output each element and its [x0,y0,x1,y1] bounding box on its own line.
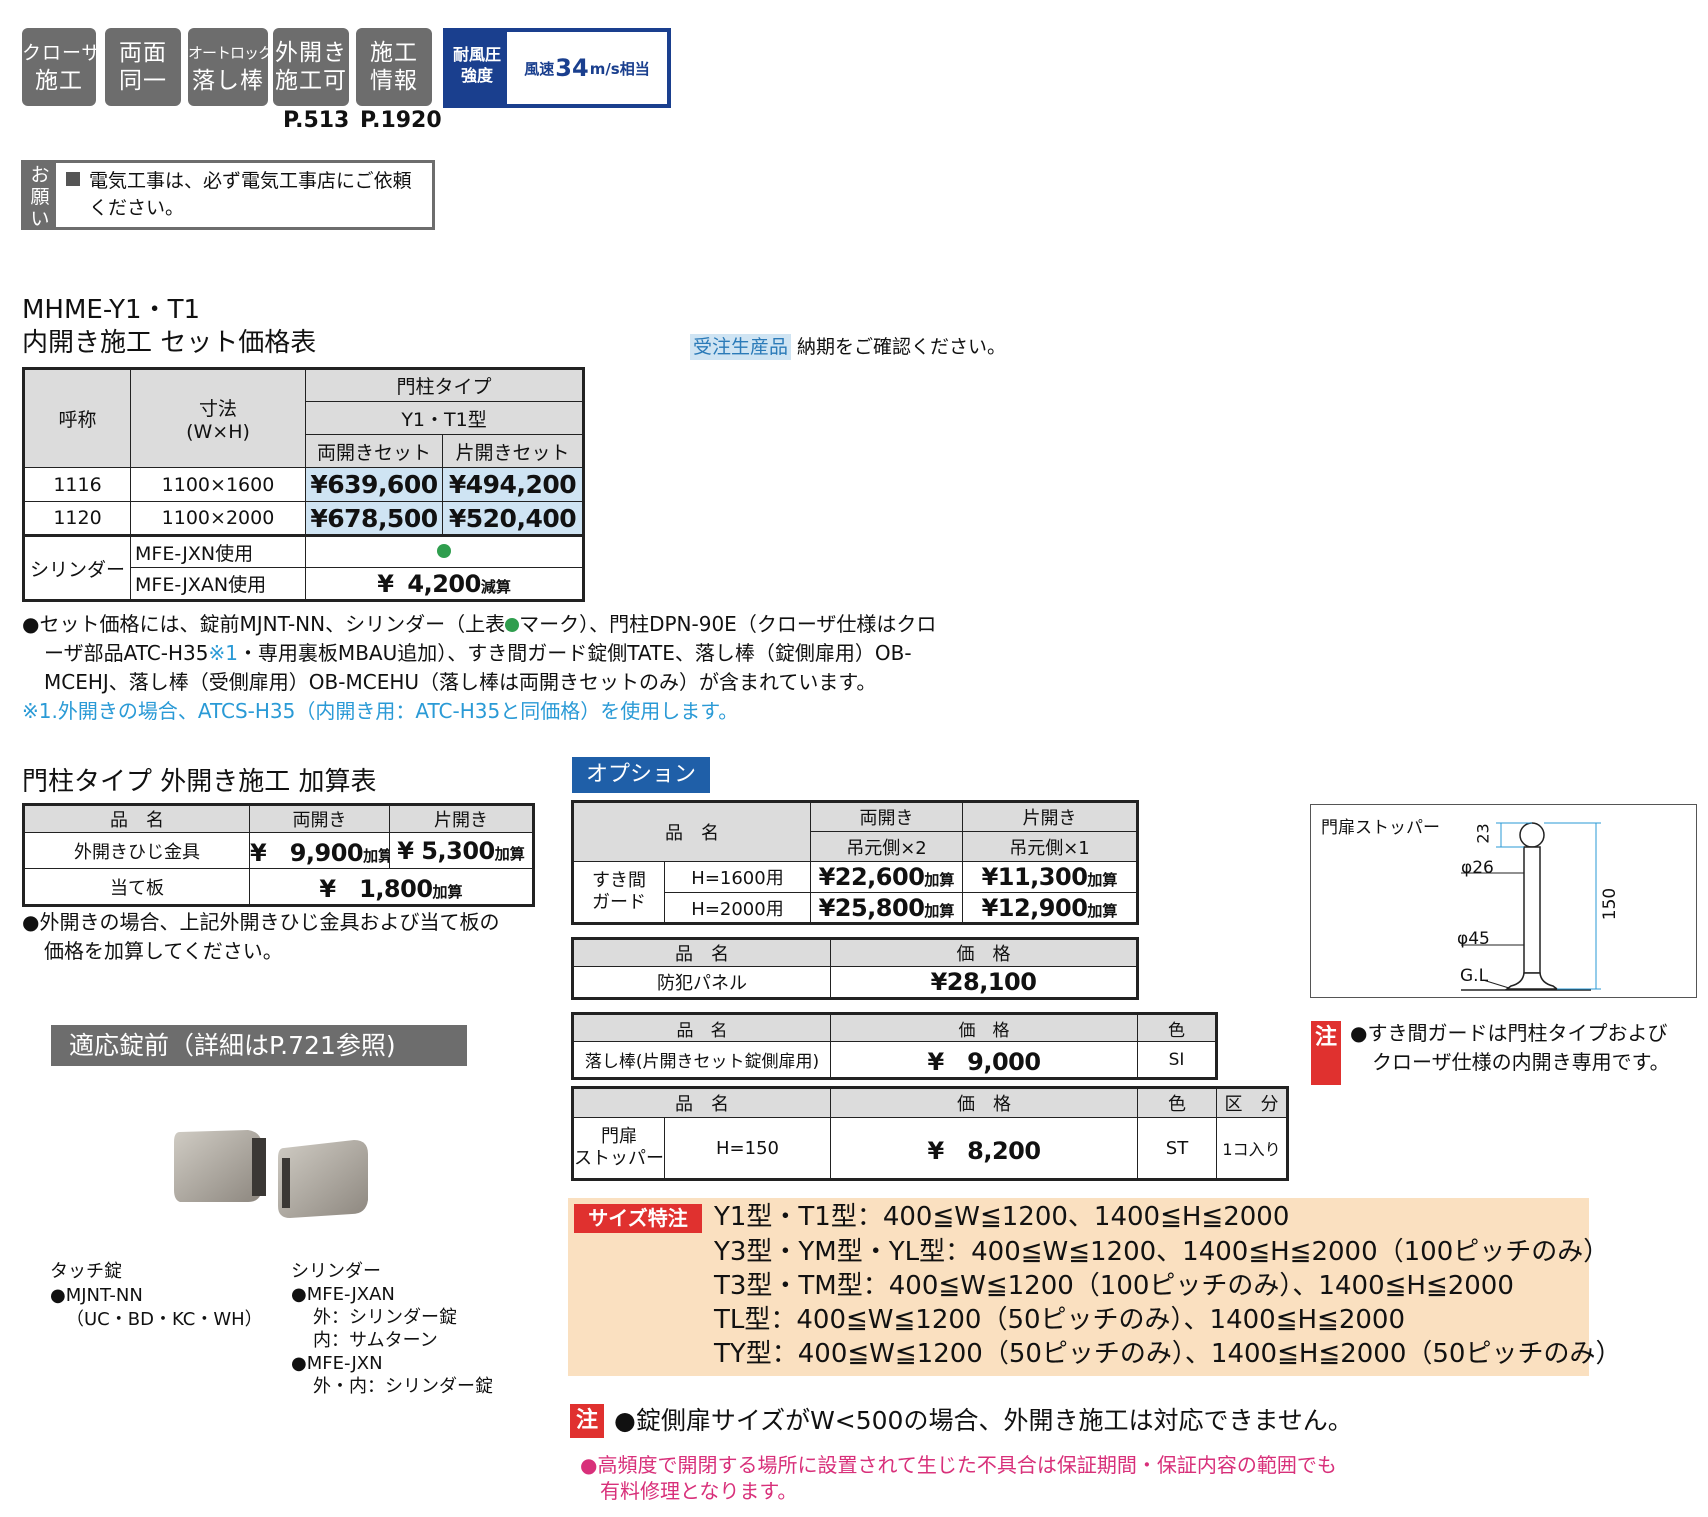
outward-note: ●外開きの場合、上記外開きひじ金具および当て板の価格を加算してください。 [22,910,500,963]
stopper-diagram-title: 門扉ストッパー [1321,818,1440,838]
col-name-header: 呼称 [23,368,131,468]
dim-phi45: φ45 [1457,929,1490,949]
set-model-title: MHME-Y1・T1 [22,295,200,325]
page-ref-outward[interactable]: P.513 [283,108,350,133]
size-line-tl: TL型：400≦W≦1200（50ピッチのみ）、1400≦H≦2000 [714,1305,1405,1335]
table-row: 防犯パネル¥28,100 [572,966,1138,999]
table-row: 当て板¥ 1,800加算 [23,868,534,906]
col-type-header: Y1・T1型 [304,401,585,435]
dim-150: 150 [1600,887,1621,921]
size-line-ty: TY型：400≦W≦1200（50ピッチのみ）、1400≦H≦2000（50ピッ… [714,1339,1622,1369]
option-tag: オプション [572,757,710,793]
gate-stopper-diagram: 門扉ストッパー 23 φ26 φ45 150 G.L [1310,804,1697,998]
cylinder-lock-image [278,1140,368,1218]
col-size-header: 寸法(W×H) [130,368,306,468]
size-custom-box [568,1198,1589,1376]
ground-level-label: G.L [1460,966,1489,986]
feature-badge-autolock: オートロック落し棒 [188,28,273,106]
included-mark-icon [437,544,451,558]
compatible-locks-title: 適応錠前（詳細はP.721参照) [51,1025,467,1066]
warranty-warning: ●高頻度で開閉する場所に設置されて生じた不具合は保証期間・保証内容の範囲でも有料… [580,1453,1337,1503]
col-double-header: 両開きセット [305,434,443,468]
col-single-header: 片開きセット [441,434,585,468]
set-table-title: 内開き施工 セット価格表 [22,328,317,358]
bottom-note: ●錠側扉サイズがW<500の場合、外開き施工は対応できません。 [614,1406,1353,1435]
gap-guard-note: ●すき間ガードは門柱タイプおよびクローザ仕様の内開き専用です。 [1350,1021,1670,1074]
touch-lock-image [174,1130,266,1202]
table-row: 外開きひじ金具¥ 9,900加算¥ 5,300加算 [23,832,534,869]
feature-badge-closer: クローザ施工 [22,28,101,106]
lock-product-image [174,1130,368,1218]
outward-table-title: 門柱タイプ 外開き施工 加算表 [22,767,377,797]
made-to-order-note: 受注生産品納期をご確認ください。 [690,332,1006,360]
feature-badge-outward: 外開き施工可 [273,28,349,106]
bottom-note-tag: 注 [570,1404,604,1438]
request-note-box: お願い 電気工事は、必ず電気工事店にご依頼ください。 [21,160,435,230]
feature-badge-construction-info: 施工情報 [356,28,432,106]
feature-badge-double-side: 両面同一 [105,28,181,106]
dim-phi26: φ26 [1461,858,1494,878]
table-row: MFE-JXAN使用¥4,200減算 [24,567,585,601]
note-tag: 注 [1311,1021,1341,1085]
size-line-y1: Y1型・T1型：400≦W≦1200、1400≦H≦2000 [714,1202,1290,1232]
size-custom-tag: サイズ特注 [574,1204,702,1233]
stopper-drawing [1461,822,1601,991]
page-ref-construction[interactable]: P.1920 [360,108,442,133]
size-line-y3: Y3型・YM型・YL型：400≦W≦1200、1400≦H≦2000（100ピッ… [714,1237,1610,1267]
touch-lock-info: タッチ錠●MJNT-NN（UC・BD・KC・WH） [50,1261,263,1330]
set-price-notes: ●セット価格には、錠前MJNT-NN、シリンダー（上表マーク）、門柱DPN-90… [22,612,937,723]
col-post-type-header: 門柱タイプ [304,368,585,402]
dim-23: 23 [1473,823,1493,844]
table-row: H=2000用¥25,800加算¥12,900加算 [573,892,1138,924]
size-line-t3: T3型・TM型：400≦W≦1200（100ピッチのみ）、1400≦H≦2000 [714,1271,1514,1301]
green-dot-icon [505,618,520,632]
security-panel-table: 品 名価 格 防犯パネル¥28,100 [571,937,1139,1000]
